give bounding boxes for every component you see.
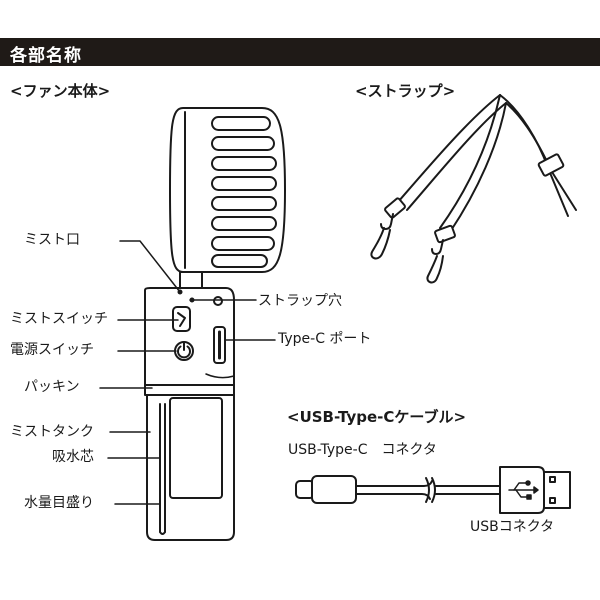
label-water-level: 水量目盛り — [24, 495, 94, 511]
label-strap-hole: ストラップ穴 — [258, 293, 342, 309]
fan-section-title: <ファン本体> — [10, 82, 111, 100]
strap-section-title: <ストラップ> — [355, 82, 456, 100]
usb-cable — [295, 466, 571, 514]
label-power-switch: 電源スイッチ — [10, 342, 94, 358]
label-typec-connector: USB-Type-C コネクタ — [288, 442, 437, 458]
strap — [370, 94, 577, 284]
section-title: 各部名称 — [10, 46, 82, 66]
label-mist-switch: ミストスイッチ — [10, 311, 108, 327]
label-usb-connector: USBコネクタ — [470, 519, 555, 535]
label-mist-outlet: ミスト口 — [24, 232, 80, 248]
fan-head — [169, 107, 286, 273]
usb-symbol-icon — [508, 480, 539, 500]
fan-body — [144, 271, 235, 541]
label-packing: パッキン — [24, 379, 80, 395]
cable-section-title: <USB-Type-Cケーブル> — [287, 408, 467, 426]
label-typec-port: Type-C ポート — [278, 331, 372, 347]
leader-lines — [99, 240, 276, 505]
label-wick: 吸水芯 — [52, 449, 94, 465]
section-header: 各部名称 — [0, 38, 600, 66]
label-mist-tank: ミストタンク — [10, 424, 94, 440]
